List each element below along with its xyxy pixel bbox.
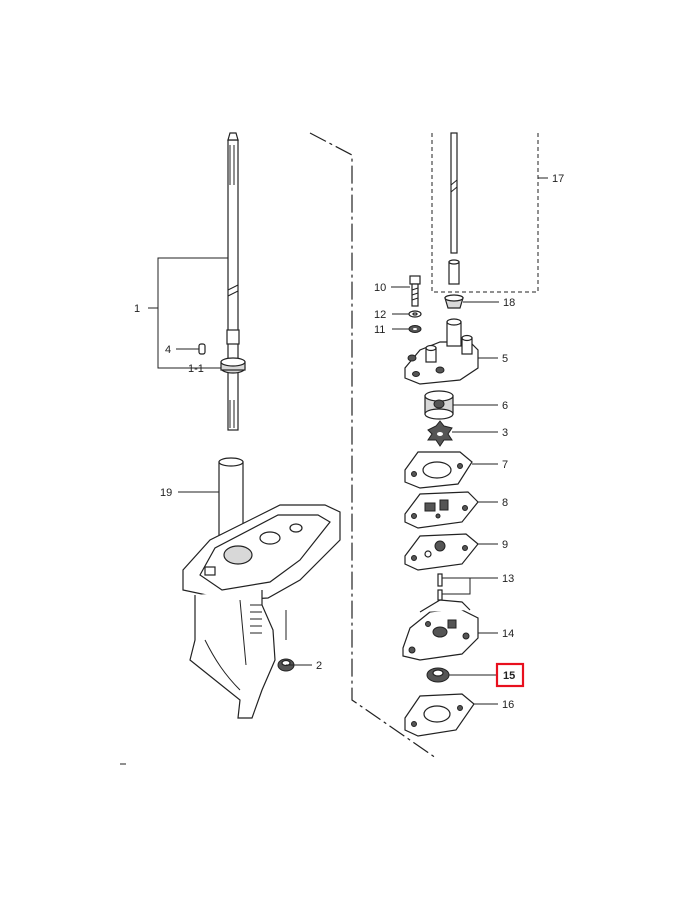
callout-1: 1 [134, 303, 140, 315]
leader-lines [148, 177, 548, 705]
plate-part-8 [404, 491, 479, 529]
callout-8: 8 [502, 497, 508, 509]
callout-14: 14 [502, 628, 514, 640]
dowel-pins-part-13 [437, 573, 443, 601]
water-tube-part-17 [448, 132, 460, 285]
drive-shaft [226, 132, 240, 431]
callout-2: 2 [316, 660, 322, 672]
grommet-part-18 [444, 294, 464, 309]
part-17-group-box [431, 133, 539, 293]
callout-3: 3 [502, 427, 508, 439]
callout-18: 18 [503, 297, 515, 309]
callout-6: 6 [502, 400, 508, 412]
callout-13: 13 [502, 573, 514, 585]
gasket-part-7 [404, 451, 473, 489]
lower-housing [182, 504, 341, 719]
callout-1-1: 1-1 [188, 363, 204, 375]
gasket-part-9 [404, 533, 479, 571]
callout-17: 17 [552, 173, 564, 185]
pump-case-part-5 [404, 318, 479, 385]
washer-part-11 [408, 325, 422, 333]
lower-pump-case-part-14 [402, 599, 479, 661]
impeller-liner-part-6 [424, 390, 454, 420]
callout-16: 16 [502, 699, 514, 711]
group-boundary-line [309, 132, 437, 759]
washer-part-12 [408, 310, 422, 318]
callout-12: 12 [374, 309, 386, 321]
callout-19: 19 [160, 487, 172, 499]
callout-4: 4 [165, 344, 171, 356]
pin-part-4 [198, 343, 206, 355]
gasket-part-16 [404, 693, 475, 737]
callout-5: 5 [502, 353, 508, 365]
bolt-part-10 [409, 275, 421, 307]
shaft-bearing [220, 357, 246, 374]
callout-11: 11 [374, 324, 385, 336]
callout-10: 10 [374, 282, 386, 294]
impeller-part-3 [427, 420, 453, 447]
callout-7: 7 [502, 459, 508, 471]
callout-9: 9 [502, 539, 508, 551]
highlight-box-callout-15 [495, 662, 525, 688]
callout-15: 15 [503, 670, 515, 682]
oil-seal-part-15 [426, 667, 450, 683]
